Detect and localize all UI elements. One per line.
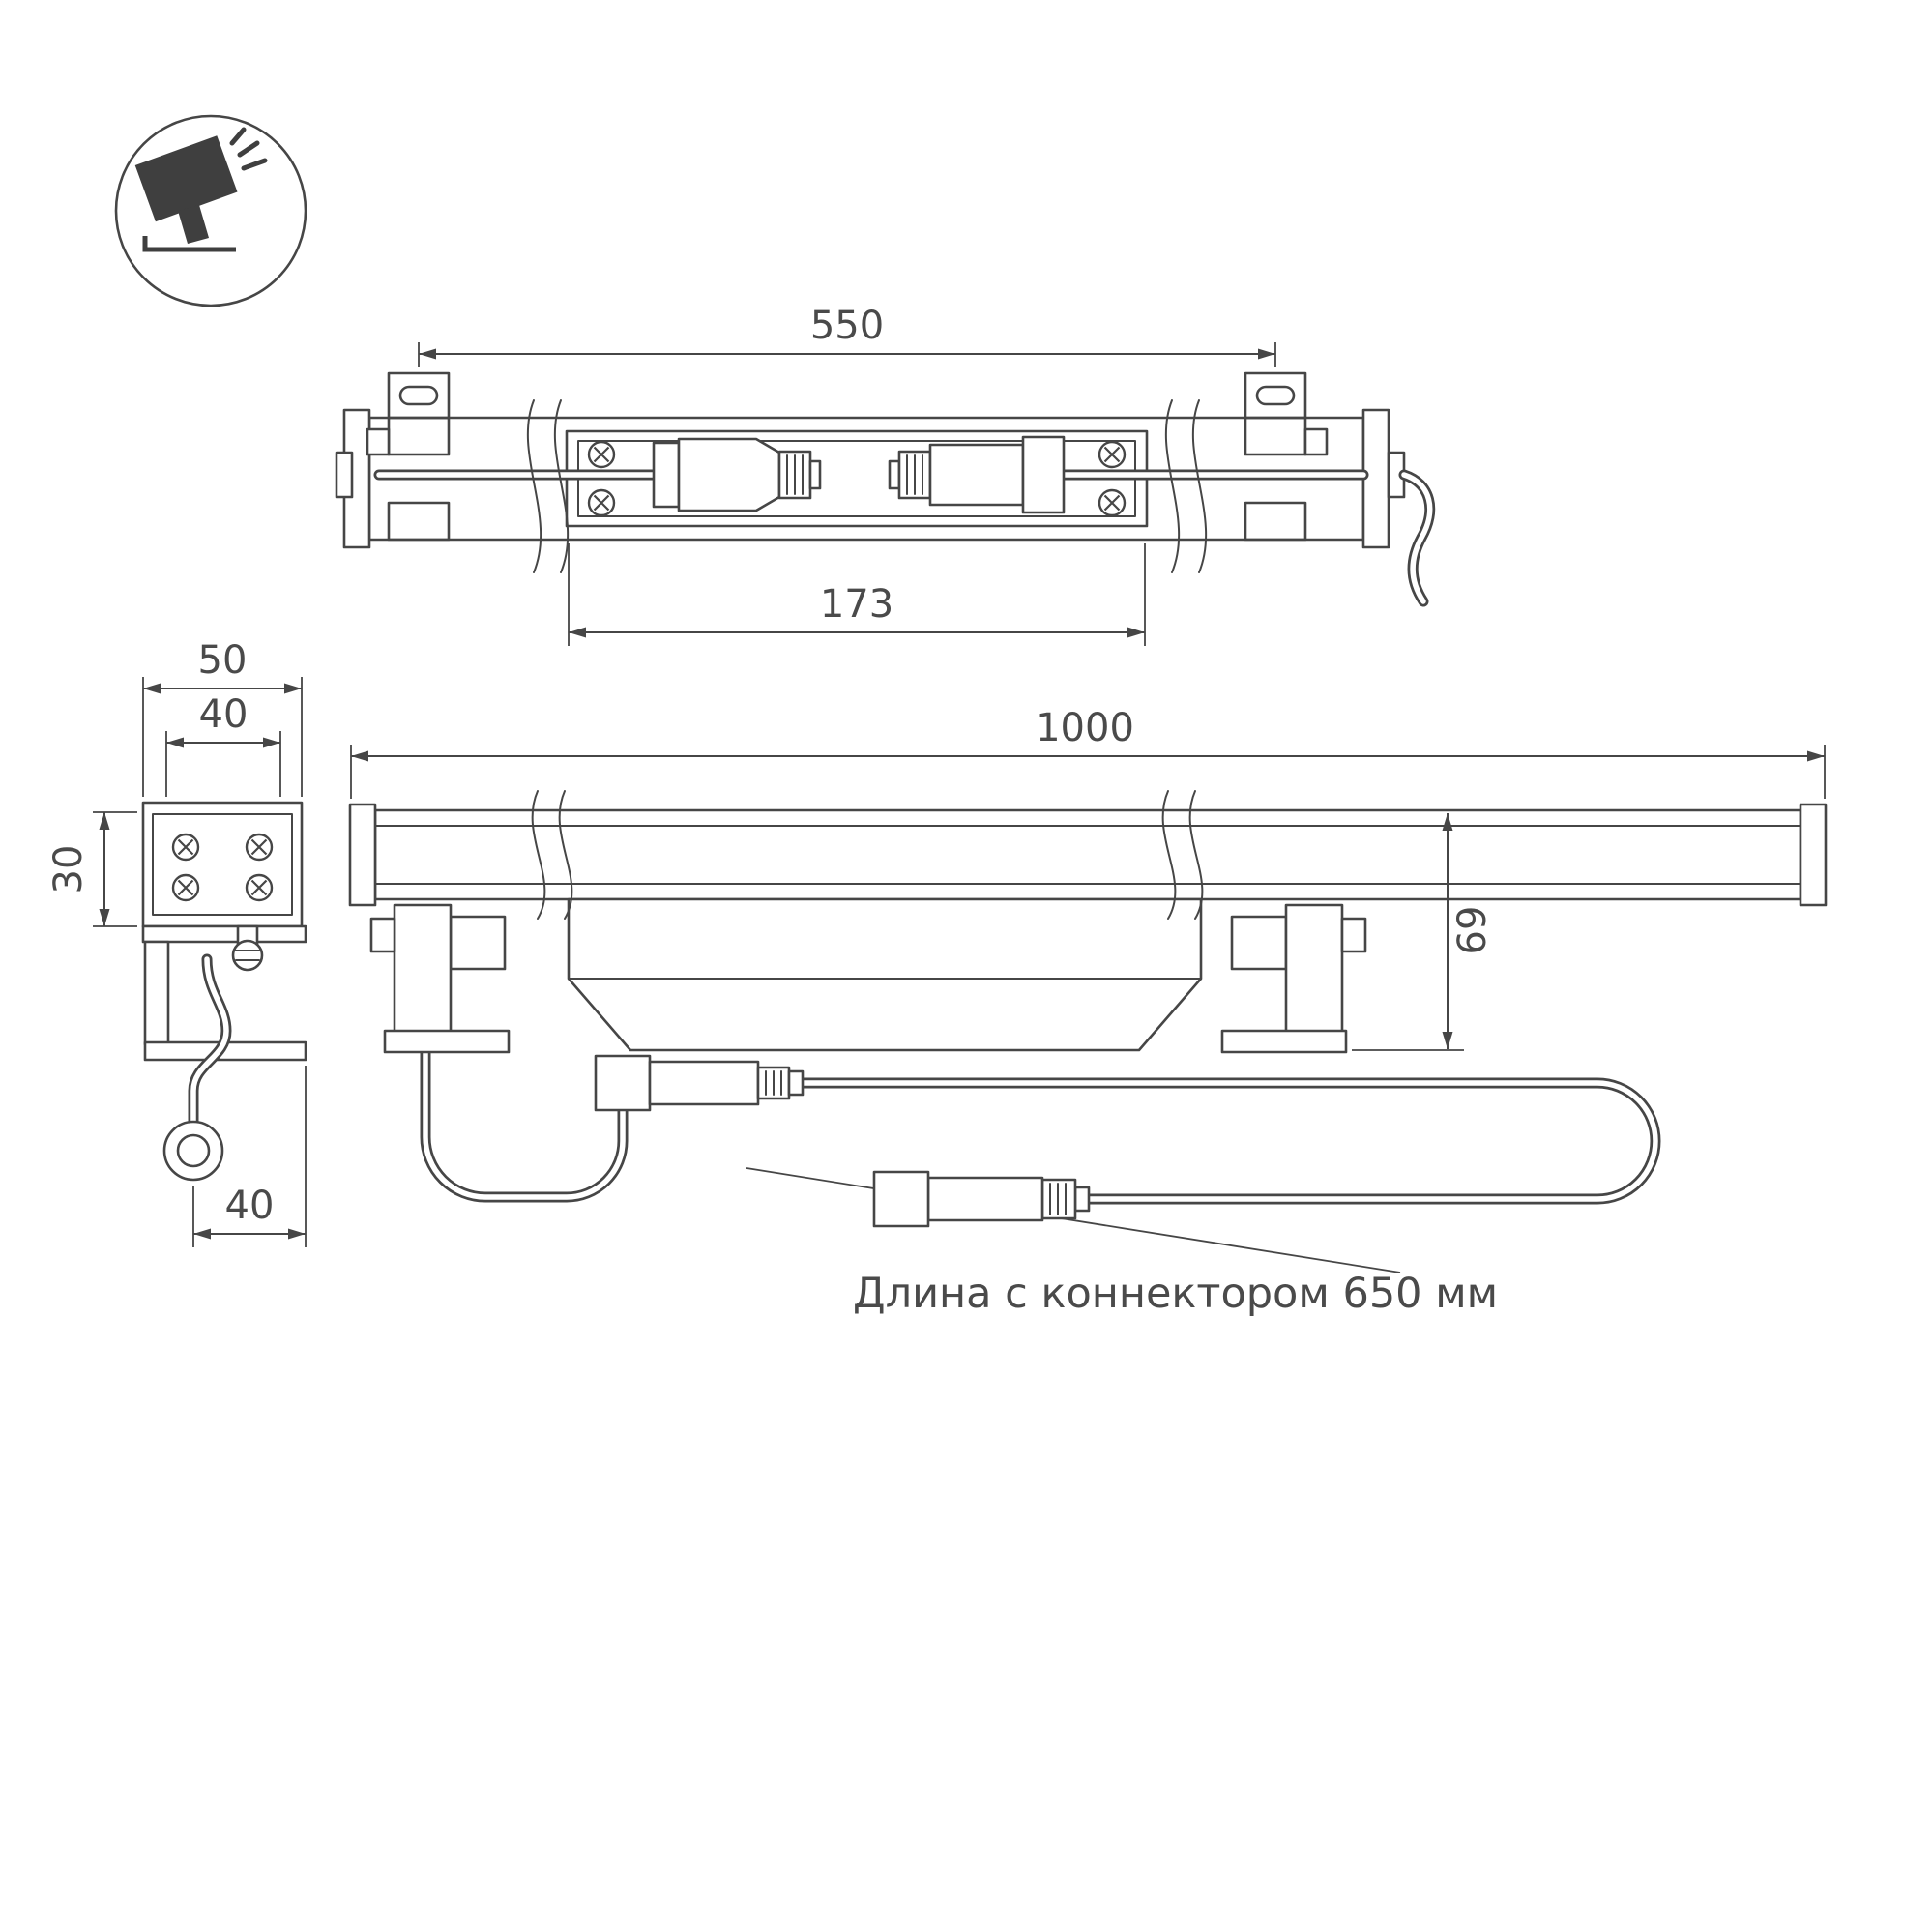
heatsink-body (567, 897, 1203, 1052)
mounting-bracket-side-right (1220, 903, 1367, 1054)
mounting-bracket-top-left (366, 371, 451, 542)
dimension-50: 50 (142, 638, 303, 797)
floodlight-body (134, 135, 238, 222)
dimension-1000: 1000 (350, 706, 1826, 799)
dim-40-bottom-label: 40 (225, 1184, 275, 1228)
mounting-bracket-top-right (1244, 371, 1329, 542)
connector-end-side (872, 1170, 1091, 1228)
bracket-slot-right (1255, 385, 1296, 406)
dimension-40-bottom: 40 (192, 1066, 307, 1247)
power-cable-top (373, 469, 1436, 607)
dimension-40-top: 40 (165, 692, 281, 797)
note-leader-line (746, 1167, 1401, 1273)
dim-40-top-label: 40 (199, 692, 249, 737)
ground-line (142, 236, 236, 252)
side-bar-outline (373, 808, 1802, 901)
adjust-knob (231, 939, 264, 972)
dim-50-label: 50 (198, 638, 248, 683)
top-stub-left (335, 451, 354, 499)
top-endcap-right (1361, 408, 1390, 549)
end-bracket (141, 924, 307, 1062)
end-body (141, 801, 304, 928)
power-cable-side (420, 1046, 1661, 1205)
dim-1000-label: 1000 (1036, 706, 1134, 750)
break-lines-side (531, 790, 1204, 920)
end-view: 50 40 30 40 (46, 638, 307, 1247)
dim-550-label: 550 (810, 304, 884, 348)
floodlight-icon (114, 114, 307, 307)
dimension-173: 173 (568, 543, 1146, 646)
icon-circle (114, 114, 307, 307)
dim-173-label: 173 (820, 582, 893, 627)
dimension-30: 30 (46, 811, 137, 927)
side-view: 1000 69 Длина с коннектором 650 мм (348, 706, 1828, 1318)
connector-pair-side (594, 1054, 805, 1112)
floodlight-stand (178, 205, 209, 244)
connector-female-top (888, 435, 1066, 514)
dimension-550: 550 (418, 304, 1276, 367)
top-view: 550 173 (335, 304, 1436, 646)
side-endcap-right (1799, 803, 1828, 907)
bracket-slot-left (398, 385, 439, 406)
side-endcap-left (348, 803, 377, 907)
mounting-bracket-side-left (369, 903, 511, 1054)
dimension-69: 69 (1352, 813, 1495, 1051)
break-lines-top (526, 399, 1208, 573)
connector-male-top (652, 437, 822, 512)
dim-69-label: 69 (1450, 906, 1495, 955)
light-rays-icon (229, 127, 268, 171)
connector-length-note: Длина с коннектором 650 мм (853, 1270, 1498, 1318)
dim-30-label: 30 (46, 845, 91, 894)
end-view-cable (188, 953, 232, 1129)
